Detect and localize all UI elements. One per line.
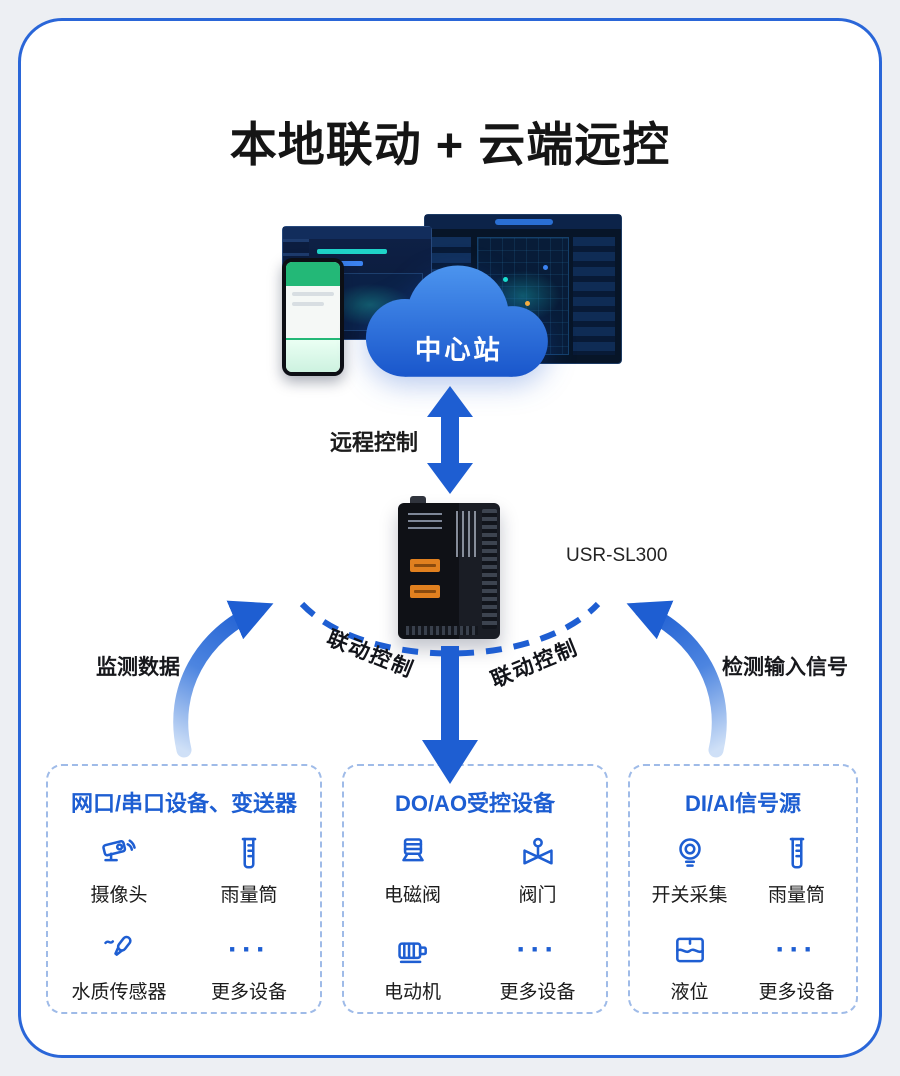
- switch-icon: [671, 834, 709, 872]
- bottom-pins: [406, 626, 478, 635]
- screen-right-column: [573, 237, 615, 355]
- sim-port: [410, 559, 440, 572]
- device-item: 雨量筒: [184, 834, 314, 907]
- phone-mockup: [282, 258, 344, 376]
- device-item-label: 电磁阀: [383, 885, 441, 906]
- device-item-label: 摄像头: [90, 885, 148, 906]
- device-grid: 开关采集 雨量筒 液位 ···: [630, 834, 856, 1004]
- detect-input-label: 检测输入信号: [722, 656, 848, 679]
- device-item: ··· 更多设备: [743, 931, 850, 1004]
- device-item: 开关采集: [636, 834, 743, 907]
- group-box-do-ao: DO/AO受控设备 电磁阀 阀门: [342, 764, 608, 1014]
- device-grid: 摄像头 雨量筒 水质传感器 ··· 更多设备: [48, 834, 320, 1004]
- more-devices-icon: ···: [516, 933, 559, 966]
- antenna-connector: [410, 496, 426, 503]
- cloud-label: 中心站: [415, 335, 502, 365]
- valve-icon: [519, 834, 557, 872]
- screen-topbar: [283, 227, 431, 239]
- group-title: DO/AO受控设备: [394, 791, 556, 816]
- device-item: ··· 更多设备: [475, 931, 600, 1004]
- map-dot: [543, 265, 548, 270]
- device-label-lines: [408, 513, 442, 529]
- device-item-label: 液位: [670, 982, 709, 1003]
- page-title: 本地联动 + 云端远控: [229, 118, 671, 171]
- device-item: 电动机: [350, 931, 475, 1004]
- group-box-network-serial: 网口/串口设备、变送器 摄像头 雨量筒: [46, 764, 322, 1014]
- group-title: DI/AI信号源: [684, 791, 802, 816]
- more-devices-icon: ···: [228, 933, 270, 966]
- phone-screen: [286, 262, 340, 372]
- phone-text-line: [292, 302, 325, 306]
- device-item: 摄像头: [54, 834, 184, 907]
- map-dot: [503, 277, 508, 282]
- map-dot: [525, 301, 530, 306]
- water-sensor-icon: [100, 931, 138, 969]
- device-item-label: 电动机: [383, 982, 441, 1003]
- phone-chart: [286, 338, 340, 372]
- device-item: 液位: [636, 931, 743, 1004]
- motor-icon: [394, 931, 432, 969]
- device-item: 雨量筒: [743, 834, 850, 907]
- level-icon: [671, 931, 709, 969]
- device-item: 阀门: [475, 834, 600, 907]
- device-item-label: 雨量筒: [220, 885, 278, 906]
- rain-gauge-icon: [230, 834, 268, 872]
- device-vents: [456, 511, 476, 557]
- device-item-label: 更多设备: [210, 982, 287, 1003]
- center-station-cloud: 中心站: [365, 265, 548, 377]
- more-devices-icon: ···: [775, 933, 818, 966]
- device-item-label: 开关采集: [651, 885, 728, 906]
- device-model-label: USR-SL300: [566, 545, 668, 566]
- usr-sl300-device: [398, 496, 500, 639]
- device-item-label: 水质传感器: [71, 982, 167, 1003]
- group-title: 网口/串口设备、变送器: [70, 791, 298, 816]
- device-item: 水质传感器: [54, 931, 184, 1004]
- device-item: 电磁阀: [350, 834, 475, 907]
- terminal-block: [482, 509, 497, 629]
- device-item: ··· 更多设备: [184, 931, 314, 1004]
- device-item-label: 阀门: [518, 885, 557, 906]
- rain-gauge-icon: [778, 834, 816, 872]
- solenoid-valve-icon: [394, 834, 432, 872]
- phone-app-header: [286, 262, 340, 286]
- phone-text-line: [292, 292, 334, 296]
- device-item-label: 更多设备: [758, 982, 835, 1003]
- device-item-label: 更多设备: [499, 982, 576, 1003]
- remote-control-label: 远程控制: [329, 430, 418, 455]
- device-grid: 电磁阀 阀门 电动机: [344, 834, 606, 1004]
- device-item-label: 雨量筒: [767, 885, 825, 906]
- group-box-di-ai: DI/AI信号源 开关采集 雨量筒: [628, 764, 858, 1014]
- monitor-data-label: 监测数据: [96, 656, 180, 679]
- sim-port: [410, 585, 440, 598]
- screen-chart-bar: [317, 249, 387, 254]
- camera-icon: [100, 834, 138, 872]
- screen-title-bar: [495, 219, 553, 225]
